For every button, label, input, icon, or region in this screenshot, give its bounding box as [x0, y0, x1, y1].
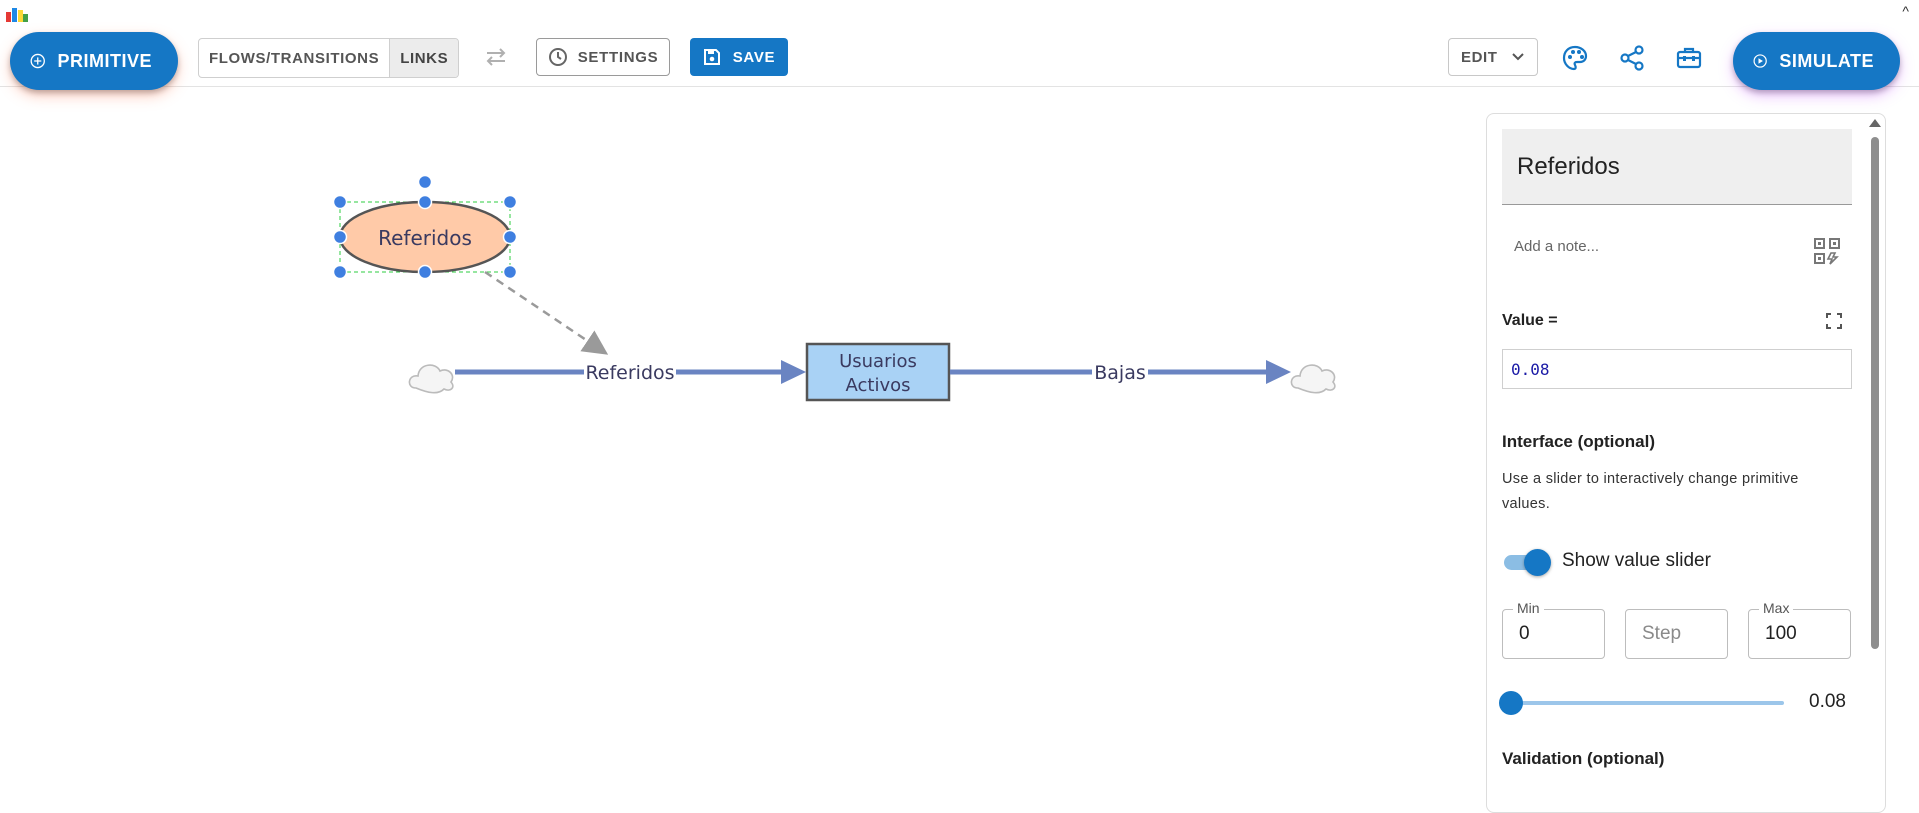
links-button[interactable]: LINKS	[389, 39, 459, 77]
validation-title: Validation (optional)	[1502, 749, 1665, 768]
slider-min-field[interactable]: Min 0	[1502, 600, 1605, 659]
resize-handle[interactable]	[417, 264, 433, 280]
save-button[interactable]: SAVE	[690, 38, 788, 76]
settings-button[interactable]: SETTINGS	[536, 38, 670, 76]
resize-handle[interactable]	[332, 194, 348, 210]
selection-handles[interactable]	[332, 174, 518, 280]
source-cloud-icon[interactable]	[408, 364, 454, 394]
resize-handle[interactable]	[502, 264, 518, 280]
slider-value: 0.08	[1809, 691, 1846, 712]
connection-mode-toggle: FLOWS/TRANSITIONS LINKS	[198, 38, 460, 78]
link-arrow[interactable]	[484, 270, 609, 355]
slider-step-field[interactable]: Step	[1625, 609, 1728, 659]
sink-cloud-icon[interactable]	[1290, 364, 1336, 394]
share-icon[interactable]	[1618, 44, 1646, 72]
rotate-handle[interactable]	[417, 174, 433, 190]
stock-shape	[805, 342, 951, 402]
slider-max-field[interactable]: Max 100	[1748, 600, 1851, 659]
swap-arrows-icon[interactable]	[483, 46, 509, 68]
interface-description: Use a slider to interactively change pri…	[1502, 471, 1799, 512]
settings-label: SETTINGS	[577, 48, 659, 66]
properties-panel: Referidos Add a note... Value = 0.08 Int…	[1486, 113, 1886, 813]
note-input[interactable]: Add a note...	[1514, 238, 1600, 255]
app-logo-icon	[6, 8, 28, 22]
flows-transitions-button[interactable]: FLOWS/TRANSITIONS	[209, 49, 380, 67]
stock-label-line2: Activos	[846, 375, 911, 396]
flow-bajas[interactable]: Bajas	[950, 359, 1291, 385]
simulate-label: SIMULATE	[1779, 50, 1874, 71]
toolbox-icon[interactable]	[1675, 44, 1703, 72]
edit-label: EDIT	[1461, 48, 1498, 66]
play-circle-icon	[1753, 54, 1767, 68]
clock-icon	[548, 48, 567, 66]
collapse-icon[interactable]: ^	[1902, 3, 1909, 19]
panel-scrollbar[interactable]	[1866, 115, 1884, 788]
toolbar: PRIMITIVE FLOWS/TRANSITIONS LINKS SETTIN…	[0, 0, 1919, 90]
resize-handle[interactable]	[502, 229, 518, 245]
value-equation-input[interactable]: 0.08	[1502, 349, 1852, 389]
edit-menu-button[interactable]: EDIT	[1448, 38, 1538, 76]
stock-label-line1: Usuarios	[839, 351, 917, 372]
primitive-label: PRIMITIVE	[57, 50, 152, 71]
variable-label: Referidos	[378, 226, 472, 250]
value-label: Value =	[1502, 312, 1558, 329]
model-canvas[interactable]: Referidos Referidos Usuarios Activos	[0, 87, 1480, 788]
flow-referidos[interactable]: Referidos	[455, 359, 806, 385]
resize-handle[interactable]	[502, 194, 518, 210]
toggle-thumb	[1524, 549, 1551, 576]
stock-usuarios-activos[interactable]: Usuarios Activos	[805, 342, 951, 402]
add-primitive-button[interactable]: PRIMITIVE	[10, 32, 178, 90]
save-disk-icon	[703, 49, 720, 65]
value-slider-track[interactable]	[1509, 701, 1784, 705]
palette-icon[interactable]	[1561, 44, 1589, 72]
show-slider-toggle[interactable]	[1502, 547, 1551, 577]
expand-icon[interactable]	[1825, 312, 1843, 330]
max-label: Max	[1759, 600, 1794, 616]
panel-title[interactable]: Referidos	[1502, 129, 1852, 205]
resize-handle[interactable]	[332, 229, 348, 245]
variable-referidos[interactable]: Referidos	[332, 174, 518, 280]
qr-code-icon[interactable]	[1812, 236, 1842, 266]
scroll-up-icon[interactable]	[1869, 119, 1881, 127]
interface-title: Interface (optional)	[1502, 432, 1656, 451]
min-value: 0	[1519, 623, 1530, 644]
scrollbar-thumb[interactable]	[1871, 137, 1879, 649]
save-label: SAVE	[732, 48, 776, 66]
min-label: Min	[1513, 600, 1544, 616]
resize-handle[interactable]	[417, 194, 433, 210]
simulate-button[interactable]: SIMULATE	[1733, 32, 1900, 90]
chevron-down-icon	[1512, 53, 1524, 61]
plus-circle-icon	[30, 53, 45, 69]
max-value: 100	[1765, 623, 1797, 644]
flow-label-bajas: Bajas	[1094, 362, 1146, 384]
flow-label-referidos: Referidos	[585, 362, 674, 384]
resize-handle[interactable]	[332, 264, 348, 280]
value-slider-thumb[interactable]	[1499, 691, 1524, 715]
show-slider-label: Show value slider	[1562, 550, 1711, 571]
step-placeholder: Step	[1642, 623, 1682, 644]
